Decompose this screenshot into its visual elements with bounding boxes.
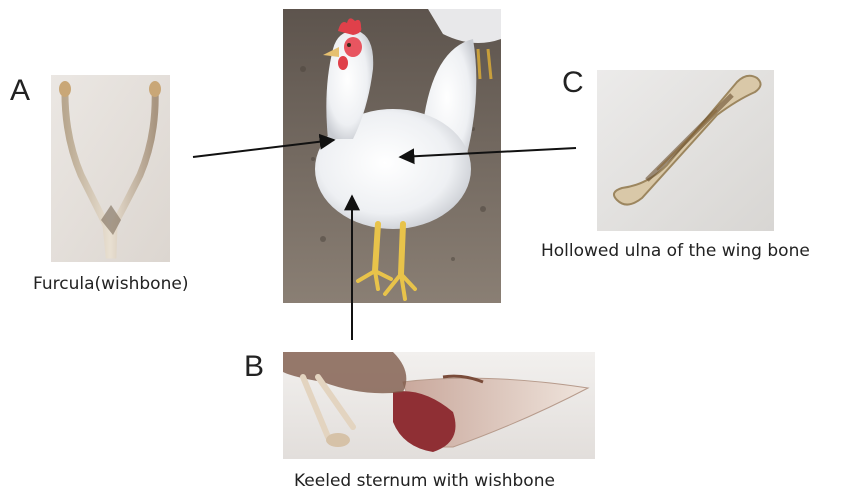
arrow-a xyxy=(193,140,334,157)
arrow-c xyxy=(400,148,576,157)
